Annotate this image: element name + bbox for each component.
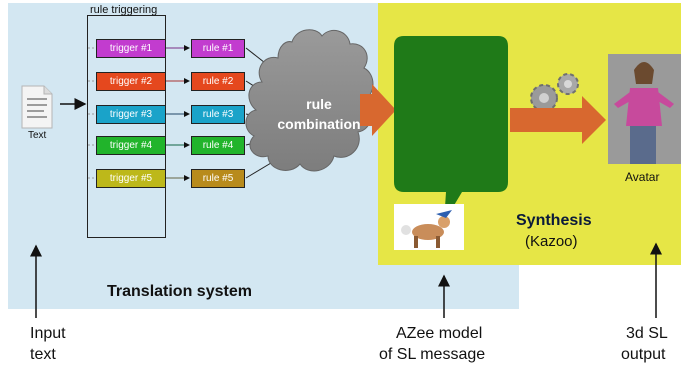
rule-4: rule #4: [191, 136, 245, 155]
avatar-image: [608, 54, 681, 164]
trigger-1: trigger #1: [96, 39, 166, 58]
output-label-line1: 3d SL: [626, 325, 668, 342]
cloud-label-line1: rule: [306, 96, 332, 112]
cloud-to-azee-arrow: [360, 84, 396, 136]
trigger-4: trigger #4: [96, 136, 166, 155]
trigger-3: trigger #3: [96, 105, 166, 124]
kazoo-mascot-image: [394, 204, 464, 250]
input-label-line2: text: [30, 346, 56, 363]
synthesis-title: Synthesis: [516, 212, 592, 229]
rule-triggering-label: rule triggering: [90, 4, 158, 16]
rule-triggering-box: [87, 15, 166, 238]
output-label-line2: output: [621, 346, 666, 363]
cloud-label-line2: combination: [277, 116, 361, 132]
translation-system-title: Translation system: [107, 283, 252, 300]
rule-3: rule #3: [191, 105, 245, 124]
trigger-2: trigger #2: [96, 72, 166, 91]
azee-label-line1: AZee model: [396, 325, 483, 342]
rule-combination-cloud: [245, 29, 374, 172]
gears-icon: [530, 73, 579, 112]
synthesis-subtitle: (Kazoo): [525, 233, 578, 250]
text-document-icon: [21, 85, 53, 129]
azee-label-line2: of SL message: [379, 346, 486, 363]
rule-5: rule #5: [191, 169, 245, 188]
rule-2: rule #2: [191, 72, 245, 91]
rule-box-ticks: [88, 47, 95, 179]
text-document-label: Text: [28, 130, 47, 141]
synthesis-arrow: [510, 96, 606, 144]
trigger-rule-connectors: [166, 45, 190, 181]
input-label-line1: Input: [30, 325, 66, 342]
azee-speech-bubble: [394, 36, 508, 222]
avatar-label: Avatar: [625, 170, 660, 184]
trigger-5: trigger #5: [96, 169, 166, 188]
rule-1: rule #1: [191, 39, 245, 58]
